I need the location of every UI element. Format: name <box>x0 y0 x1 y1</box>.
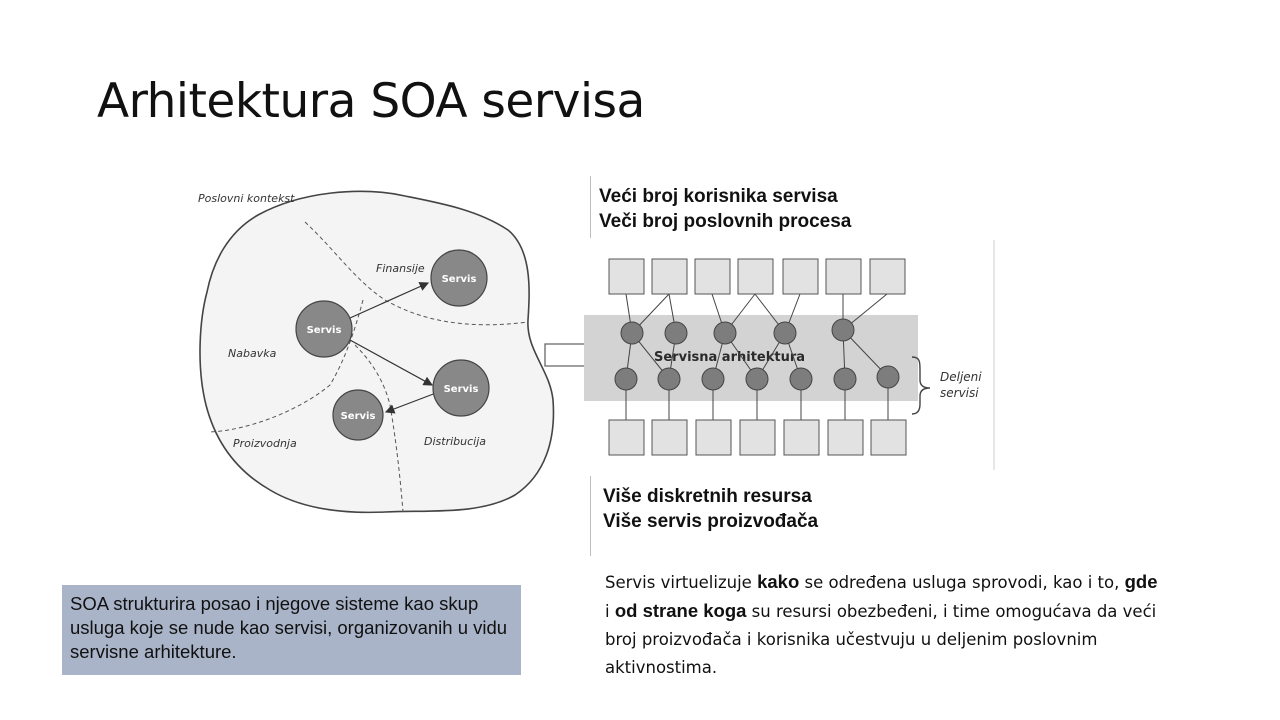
desc-keyword: kako <box>757 571 800 592</box>
desc-keyword: gde <box>1124 571 1158 592</box>
consumer-box <box>651 258 688 295</box>
service-node-lower <box>614 367 638 391</box>
business-context-diagram: Poslovni kontekst Finansije Nabavka Proi… <box>198 190 555 514</box>
caption-line: Veči broj poslovnih procesa <box>599 211 852 232</box>
service-node-lower <box>745 367 769 391</box>
desc-text: se određena usluga sprovodi, kao i to, <box>799 573 1125 592</box>
service-arrow <box>349 282 430 319</box>
service-node-lower <box>833 367 857 391</box>
consumer-box <box>782 258 819 295</box>
resource-box <box>739 419 776 456</box>
desc-keyword: od strane koga <box>614 600 747 621</box>
svg-text:Servis: Servis <box>442 274 477 285</box>
caption-line: Veći broj korisnika servisa <box>599 186 838 207</box>
region-label-finance: Finansije <box>376 262 425 275</box>
resources-caption: Više diskretnih resursa Više servis proi… <box>603 484 818 534</box>
service-node-lower <box>876 365 900 389</box>
consumer-box <box>869 258 906 295</box>
service-node-upper <box>831 318 855 342</box>
consumers-caption: Veći broj korisnika servisa Veči broj po… <box>599 184 851 234</box>
service-node-upper <box>664 321 688 345</box>
service-node-upper <box>620 321 644 345</box>
shared-services-brace <box>911 356 931 415</box>
slide-title: Arhitektura SOA servisa <box>97 74 645 129</box>
divider-line <box>590 476 591 556</box>
service-node: Servis <box>295 300 353 358</box>
service-arrow <box>349 339 434 386</box>
service-node: Servis <box>332 389 384 441</box>
description-paragraph: Servis virtuelizuje kako se određena usl… <box>605 568 1165 682</box>
service-node-lower <box>701 367 725 391</box>
svg-text:Servis: Servis <box>444 384 479 395</box>
consumer-box <box>737 258 774 295</box>
consumer-box <box>608 258 645 295</box>
region-label-production: Proizvodnja <box>233 437 297 450</box>
region-label-purchasing: Nabavka <box>228 347 277 360</box>
service-arrow <box>384 392 437 414</box>
consumer-box <box>694 258 731 295</box>
service-node-upper <box>713 321 737 345</box>
resource-box <box>783 419 820 456</box>
resource-box <box>695 419 732 456</box>
service-node-upper <box>773 321 797 345</box>
resource-box <box>651 419 688 456</box>
resource-box <box>827 419 864 456</box>
service-node: Servis <box>432 359 490 417</box>
service-node-lower <box>789 367 813 391</box>
region-boundary <box>209 299 364 433</box>
caption-line: Više diskretnih resursa <box>603 486 812 507</box>
svg-text:Servis: Servis <box>341 411 376 422</box>
consumer-box <box>825 258 862 295</box>
caption-line: Više servis proizvođača <box>603 511 819 532</box>
service-node-lower <box>657 367 681 391</box>
service-node: Servis <box>430 249 488 307</box>
region-label-distribution: Distribucija <box>424 435 486 448</box>
shared-label: Deljeni <box>940 370 982 384</box>
desc-text: su resursi obezbeđeni, i time omogućava … <box>605 602 1157 677</box>
shared-label: servisi <box>940 386 979 400</box>
service-architecture-diagram: Servisna arhitektura <box>584 240 995 470</box>
band-label: Servisna arhitektura <box>654 350 805 365</box>
divider-line <box>590 176 591 238</box>
context-label: Poslovni kontekst <box>198 192 295 205</box>
svg-text:Servis: Servis <box>307 325 342 336</box>
desc-text: i <box>605 602 615 621</box>
resource-box <box>608 419 645 456</box>
desc-text: Servis virtuelizuje <box>605 573 758 592</box>
region-boundary <box>304 221 529 326</box>
resource-box <box>870 419 907 456</box>
summary-box: SOA strukturira posao i njegove sisteme … <box>62 585 521 675</box>
